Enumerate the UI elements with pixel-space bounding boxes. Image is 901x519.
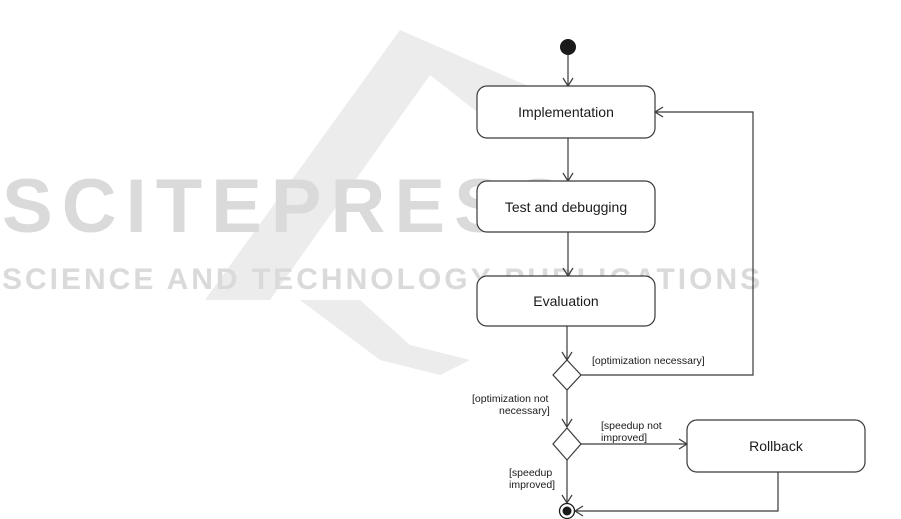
guard-speedup-improved-line2: improved] [509,479,555,491]
final-node [560,504,575,519]
node-rollback: Rollback [687,420,865,472]
node-evaluation-label: Evaluation [533,293,598,309]
initial-node [560,39,576,55]
node-rollback-label: Rollback [749,438,804,454]
edge-rollback-final [576,472,778,511]
guard-optimization-necessary: [optimization necessary] [592,355,705,367]
guard-speedup-not-improved-line2: improved] [601,432,647,444]
guard-optimization-not-necessary-line1: [optimization not [472,393,549,405]
guard-speedup-improved-line1: [speedup [509,467,552,479]
decision-optimization [553,360,581,390]
node-test-debugging: Test and debugging [477,181,655,232]
node-test-debugging-label: Test and debugging [505,199,627,215]
decision-speedup [553,428,581,460]
node-evaluation: Evaluation [477,276,655,326]
edge-loop-implementation [580,112,753,375]
node-implementation: Implementation [477,86,655,138]
watermark-swoosh-lower [300,300,470,375]
guard-optimization-not-necessary-line2: necessary] [499,405,550,417]
node-implementation-label: Implementation [518,104,614,120]
guard-speedup-not-improved-line1: [speedup not [601,420,662,432]
